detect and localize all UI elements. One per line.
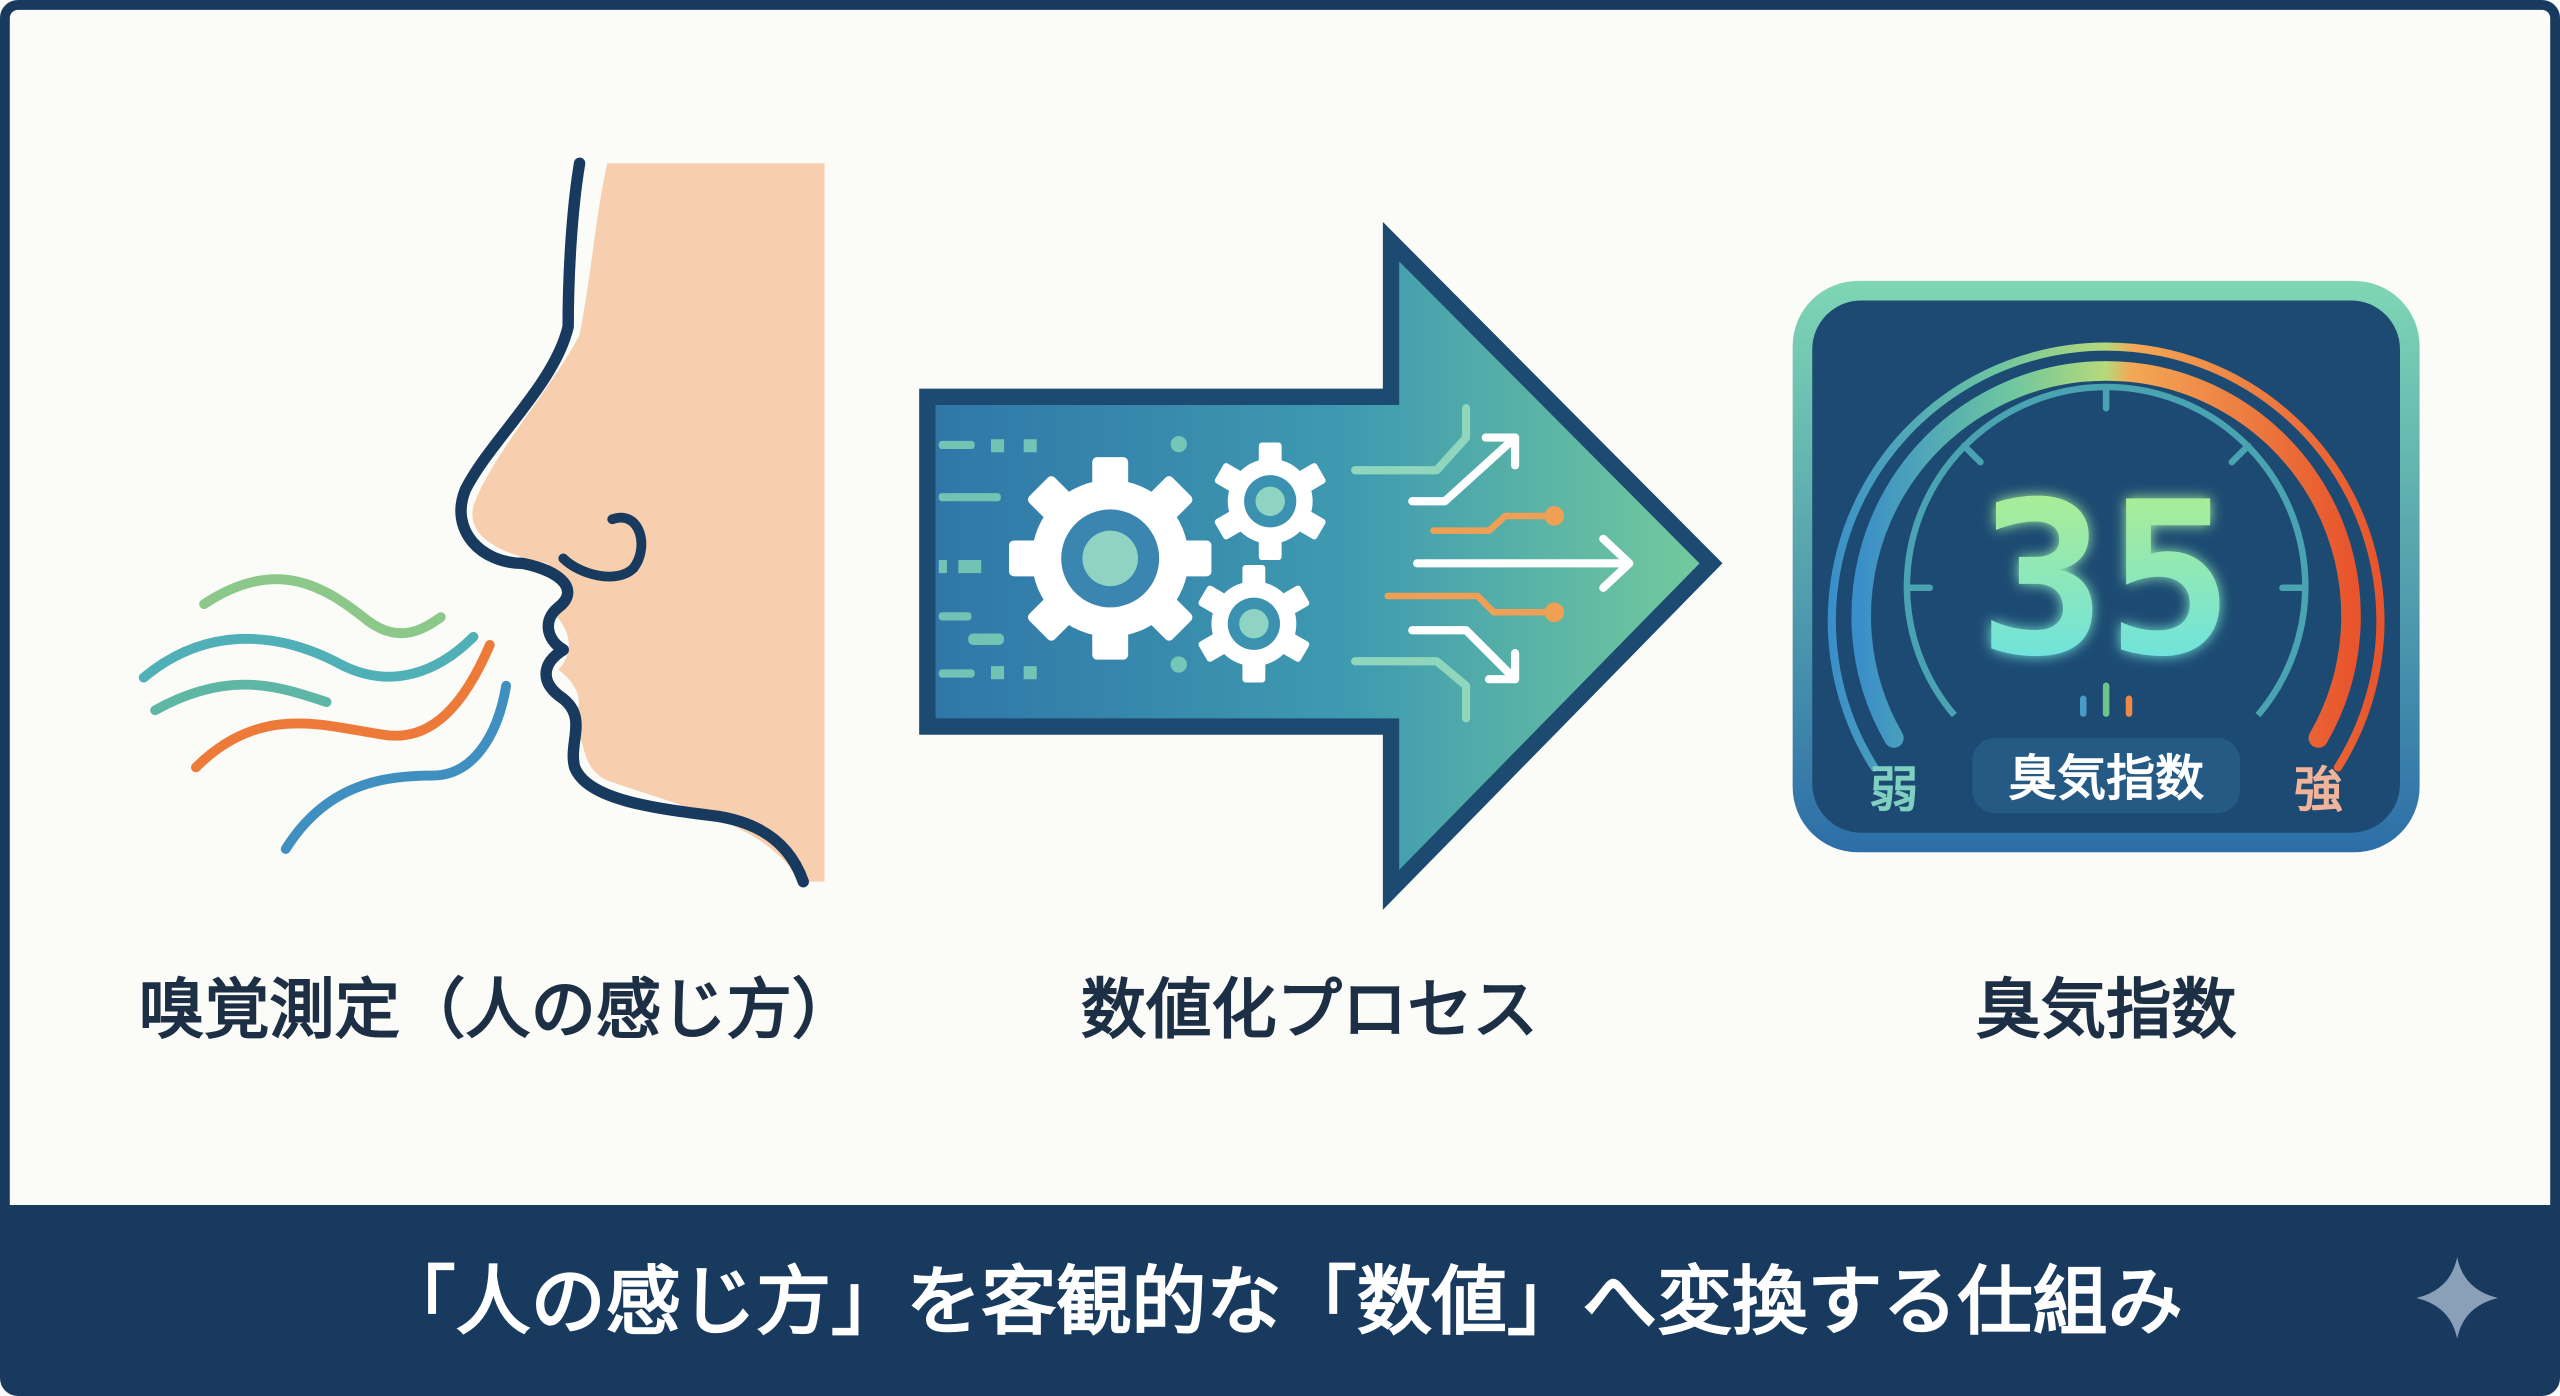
gauge-title: 臭気指数 [2008, 750, 2204, 807]
gauge-high-label: 強 [2294, 762, 2343, 819]
gauge-value-arc [1851, 361, 2361, 748]
smell-wave [199, 574, 446, 639]
gauge-panel [1812, 300, 2400, 833]
odor-index-gauge: 35 臭気指数 弱 強 [1792, 280, 2420, 853]
smell-wave [280, 680, 512, 854]
face-skin [472, 163, 825, 882]
gauge-outer-arc [1827, 342, 2385, 772]
caption-band [4, 1204, 2556, 1392]
gauge-value: 35 [1978, 457, 2234, 704]
smell-wave [191, 640, 495, 773]
smell-wave [138, 631, 479, 683]
small-gear-icon [1214, 442, 1326, 561]
step-label-process: 数値化プロセス [1081, 972, 1538, 1048]
data-dots [938, 435, 1187, 680]
step-label-odor-index: 臭気指数 [1976, 972, 2238, 1048]
gauge-low-label: 弱 [1869, 762, 1918, 819]
smell-waves [138, 574, 512, 854]
smell-wave [150, 679, 332, 716]
gauge-ticks [1903, 383, 2309, 592]
large-gear-icon [1008, 457, 1212, 660]
sparkle-icon [2416, 1257, 2498, 1339]
gauge-indicator-bars [2080, 682, 2133, 717]
small-gear-icon [1198, 564, 1310, 683]
nostril-line [558, 512, 647, 582]
face-profile-line [455, 157, 809, 888]
process-arrow [919, 221, 1723, 910]
step-label-olfactory: 嗅覚測定（人の感じ方） [139, 972, 857, 1048]
caption-text: 「人の感じ方」を客観的な「数値」へ変換する仕組み [381, 1257, 2183, 1345]
output-arrows [1351, 404, 1634, 723]
gauge-title-pill [1972, 738, 2240, 814]
arrow-shape [919, 221, 1723, 910]
nose-face-illustration [138, 157, 825, 888]
